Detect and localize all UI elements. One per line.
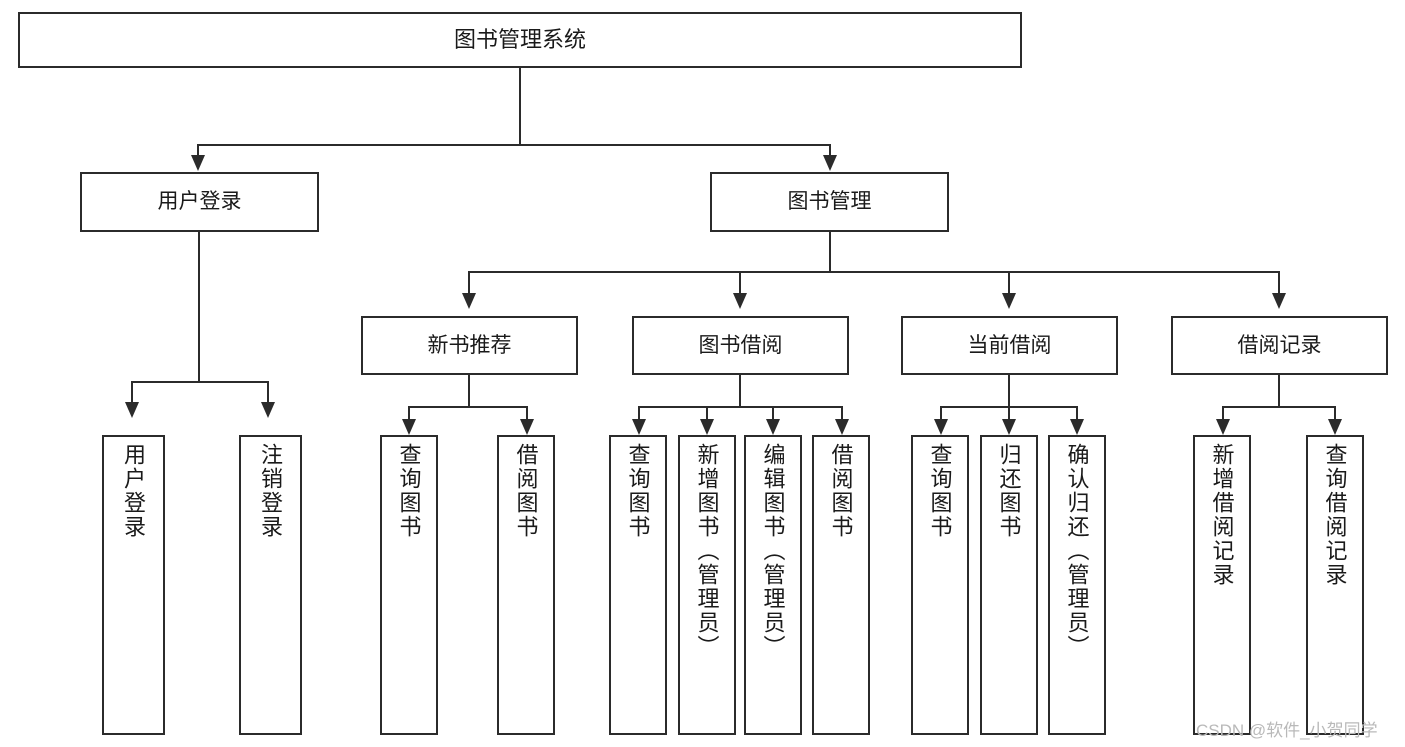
node-leaf-confirm-return-admin[interactable]: 确认归还（管理员） xyxy=(1048,435,1106,735)
edge-user-login-drop-2 xyxy=(267,381,269,403)
edge-bm-drop-2 xyxy=(739,271,741,294)
edge-root-to-user-login xyxy=(197,144,199,156)
edge-bb-drop-3 xyxy=(772,406,774,420)
node-root-book-management-system[interactable]: 图书管理系统 xyxy=(18,12,1022,68)
node-leaf-query-book-recommend[interactable]: 查询图书 xyxy=(380,435,438,735)
edge-nbr-bus xyxy=(408,406,528,408)
edge-nbr-drop-1 xyxy=(408,406,410,420)
arrow-br-leaf-1 xyxy=(1216,419,1230,435)
node-leaf-logout[interactable]: 注销登录 xyxy=(239,435,302,735)
edge-user-login-bus xyxy=(131,381,269,383)
edge-user-login-trunk xyxy=(198,232,200,382)
node-label: 图书管理系统 xyxy=(453,26,586,52)
arrow-cb-leaf-2 xyxy=(1002,419,1016,435)
node-label: 借阅记录 xyxy=(1237,333,1322,357)
node-leaf-add-borrow-record[interactable]: 新增借阅记录 xyxy=(1193,435,1251,735)
node-label: 注销登录 xyxy=(258,443,284,539)
node-label: 借阅图书 xyxy=(513,443,539,539)
arrow-br-leaf-2 xyxy=(1328,419,1342,435)
node-label: 借阅图书 xyxy=(828,443,854,539)
edge-br-trunk xyxy=(1278,375,1280,407)
node-label: 图书借阅 xyxy=(698,333,783,357)
edge-bb-bus xyxy=(638,406,843,408)
node-label: 新书推荐 xyxy=(427,333,512,357)
edge-cb-drop-3 xyxy=(1076,406,1078,420)
node-leaf-query-book-borrow[interactable]: 查询图书 xyxy=(609,435,667,735)
watermark: CSDN @软件_小贺同学 xyxy=(1196,721,1378,740)
arrow-bm-to-current-borrow xyxy=(1002,293,1016,309)
node-leaf-query-book-current[interactable]: 查询图书 xyxy=(911,435,969,735)
node-label: 图书管理 xyxy=(787,190,872,214)
arrow-root-to-user-login xyxy=(191,155,205,171)
edge-bm-drop-4 xyxy=(1278,271,1280,294)
edge-bb-drop-2 xyxy=(706,406,708,420)
arrow-cb-leaf-1 xyxy=(934,419,948,435)
arrow-bm-to-new-book-recommend xyxy=(462,293,476,309)
node-label: 用户登录 xyxy=(121,443,147,539)
edge-book-management-trunk xyxy=(829,232,831,272)
node-book-borrow[interactable]: 图书借阅 xyxy=(632,316,849,375)
arrow-bb-leaf-1 xyxy=(632,419,646,435)
edge-cb-trunk xyxy=(1008,375,1010,407)
edge-nbr-drop-2 xyxy=(526,406,528,420)
arrow-cb-leaf-3 xyxy=(1070,419,1084,435)
node-label: 查询图书 xyxy=(625,443,651,539)
arrow-nbr-leaf-1 xyxy=(402,419,416,435)
arrow-bb-leaf-4 xyxy=(835,419,849,435)
edge-bb-drop-1 xyxy=(638,406,640,420)
node-leaf-query-borrow-record[interactable]: 查询借阅记录 xyxy=(1306,435,1364,735)
node-label: 查询图书 xyxy=(396,443,422,539)
node-label: 确认归还（管理员） xyxy=(1064,443,1090,659)
arrow-bm-to-book-borrow xyxy=(733,293,747,309)
node-label: 新增借阅记录 xyxy=(1209,443,1235,587)
node-label: 当前借阅 xyxy=(967,333,1052,357)
node-leaf-borrow-book[interactable]: 借阅图书 xyxy=(812,435,870,735)
arrow-bm-to-borrow-record xyxy=(1272,293,1286,309)
node-label: 归还图书 xyxy=(996,443,1022,539)
edge-bm-drop-1 xyxy=(468,271,470,294)
edge-user-login-drop-1 xyxy=(131,381,133,403)
node-leaf-return-book[interactable]: 归还图书 xyxy=(980,435,1038,735)
node-new-book-recommend[interactable]: 新书推荐 xyxy=(361,316,578,375)
node-leaf-add-book-admin[interactable]: 新增图书（管理员） xyxy=(678,435,736,735)
node-book-management[interactable]: 图书管理 xyxy=(710,172,949,232)
node-borrow-record[interactable]: 借阅记录 xyxy=(1171,316,1388,375)
node-label: 查询图书 xyxy=(927,443,953,539)
edge-br-drop-1 xyxy=(1222,406,1224,420)
edge-bb-trunk xyxy=(739,375,741,407)
node-user-login[interactable]: 用户登录 xyxy=(80,172,319,232)
node-leaf-edit-book-admin[interactable]: 编辑图书（管理员） xyxy=(744,435,802,735)
arrow-root-to-book-management xyxy=(823,155,837,171)
edge-nbr-trunk xyxy=(468,375,470,407)
node-leaf-borrow-book-recommend[interactable]: 借阅图书 xyxy=(497,435,555,735)
arrow-user-login-leaf-2 xyxy=(261,402,275,418)
node-current-borrow[interactable]: 当前借阅 xyxy=(901,316,1118,375)
arrow-bb-leaf-2 xyxy=(700,419,714,435)
edge-bm-drop-3 xyxy=(1008,271,1010,294)
node-leaf-user-login[interactable]: 用户登录 xyxy=(102,435,165,735)
edge-br-drop-2 xyxy=(1334,406,1336,420)
arrow-bb-leaf-3 xyxy=(766,419,780,435)
arrow-user-login-leaf-1 xyxy=(125,402,139,418)
edge-cb-drop-1 xyxy=(940,406,942,420)
arrow-nbr-leaf-2 xyxy=(520,419,534,435)
edge-root-trunk xyxy=(519,68,521,145)
edge-bb-drop-4 xyxy=(841,406,843,420)
node-label: 查询借阅记录 xyxy=(1322,443,1348,587)
edge-br-bus xyxy=(1222,406,1336,408)
node-label: 编辑图书（管理员） xyxy=(760,443,786,659)
node-label: 新增图书（管理员） xyxy=(694,443,720,659)
edge-root-bus xyxy=(197,144,831,146)
edge-cb-drop-2 xyxy=(1008,406,1010,420)
edge-book-management-bus xyxy=(468,271,1280,273)
node-label: 用户登录 xyxy=(157,190,242,214)
edge-root-to-book-management xyxy=(829,144,831,156)
